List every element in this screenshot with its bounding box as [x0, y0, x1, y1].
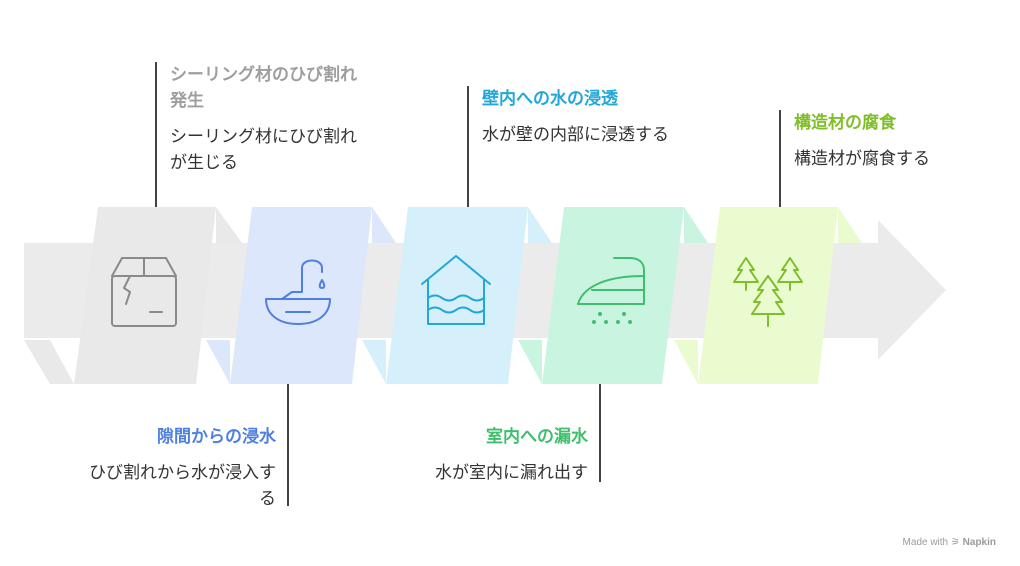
napkin-credit: Made with ⚞ Napkin: [903, 537, 996, 548]
step-panel-2: [206, 207, 396, 384]
step-label-2: 隙間からの浸水 ひび割れから水が浸入する: [80, 424, 276, 512]
box-icon: [111, 257, 177, 327]
made-with-text: Made with: [902, 537, 949, 548]
step-title: 壁内への水の浸透: [482, 89, 618, 109]
connector-line-3: [467, 86, 469, 207]
step-title: 構造材の腐食: [794, 113, 896, 133]
flooded-house-icon: [421, 255, 491, 325]
step-panel-5: [674, 207, 862, 384]
step-panel-1: [24, 207, 242, 384]
step-description: 水が壁の内部に浸透する: [482, 125, 669, 145]
iron-icon: [577, 257, 645, 324]
step-panel-4: [518, 207, 708, 384]
step-description: ひび割れから水が浸入する: [89, 463, 276, 509]
step-label-4: 室内への漏水 水が室内に漏れ出す: [380, 424, 588, 486]
step-description: シーリング材にひび割れが生じる: [170, 127, 357, 173]
step-title: 隙間からの浸水: [157, 427, 276, 447]
faucet-icon: [265, 259, 331, 325]
trees-icon: [733, 257, 803, 327]
step-title: シーリング材のひび割れ発生: [170, 65, 357, 111]
step-description: 構造材が腐食する: [794, 149, 930, 169]
connector-line-4: [599, 384, 601, 482]
brand-name: Napkin: [962, 537, 996, 548]
step-panel-3: [362, 207, 552, 384]
step-label-1: シーリング材のひび割れ発生 シーリング材にひび割れが生じる: [170, 62, 360, 176]
step-title: 室内への漏水: [486, 427, 588, 447]
step-label-5: 構造材の腐食 構造材が腐食する: [794, 110, 994, 172]
napkin-logo-icon: ⚞: [950, 537, 960, 548]
step-label-3: 壁内への水の浸透 水が壁の内部に浸透する: [482, 86, 672, 148]
connector-line-1: [155, 62, 157, 207]
connector-line-2: [287, 384, 289, 506]
connector-line-5: [779, 110, 781, 207]
step-description: 水が室内に漏れ出す: [435, 463, 588, 483]
